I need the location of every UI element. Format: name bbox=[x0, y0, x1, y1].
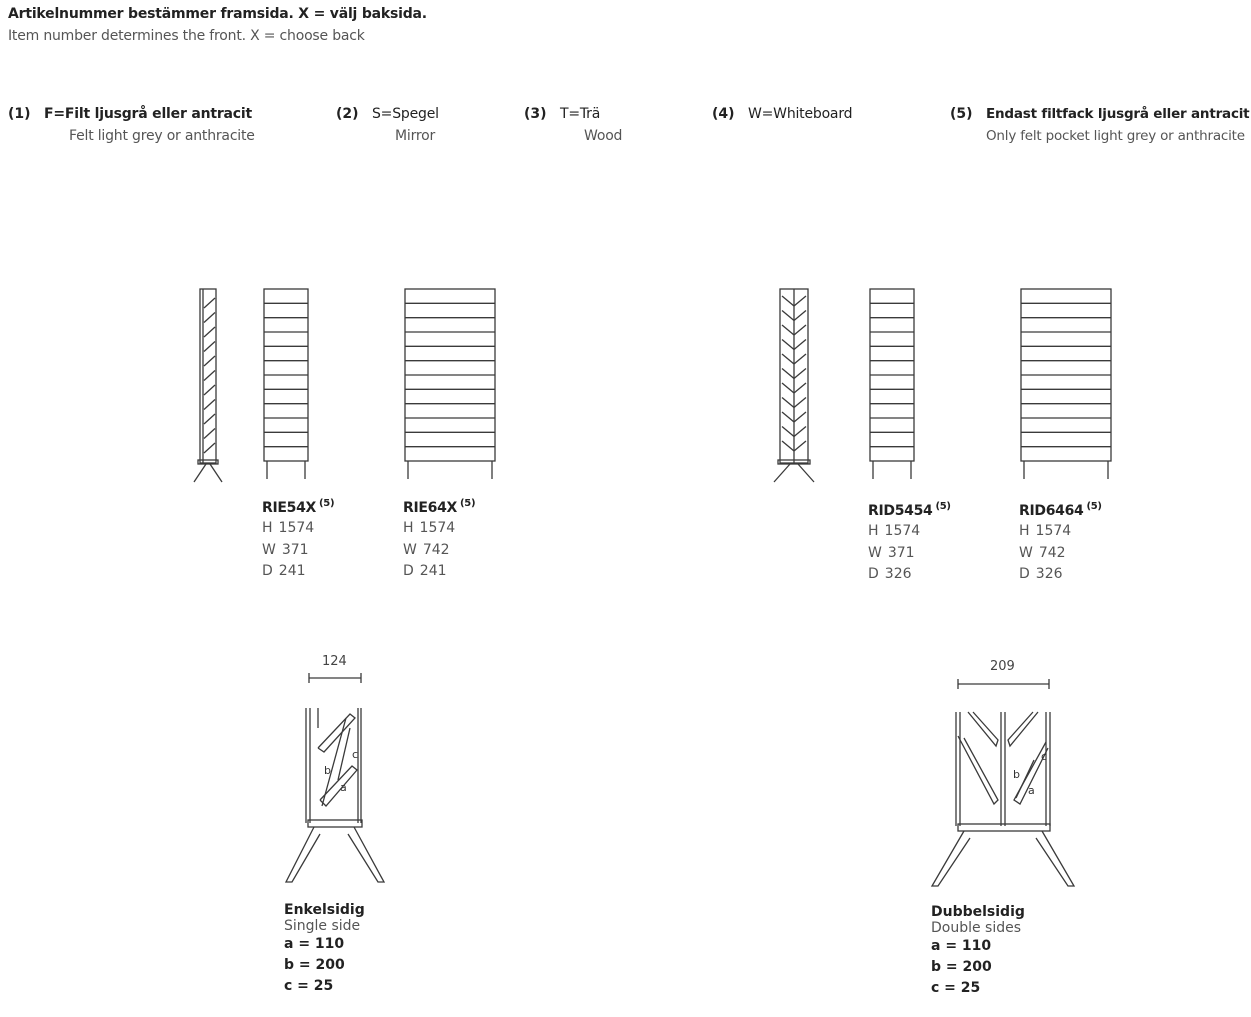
rid5454-front-view-drawing bbox=[869, 288, 915, 479]
rid6464-front-view-drawing bbox=[1020, 288, 1112, 479]
option-3-label-sv: T=Trä bbox=[560, 106, 601, 122]
rie-side-view-drawing bbox=[193, 288, 223, 483]
single-a-label: a bbox=[340, 781, 347, 794]
single-b-label: b bbox=[324, 764, 331, 777]
header-title-sv: Artikelnummer bestämmer framsida. X = vä… bbox=[8, 6, 427, 22]
option-5-number: (5) bbox=[950, 106, 973, 122]
option-5-label-en: Only felt pocket light grey or anthracit… bbox=[986, 128, 1245, 144]
double-side-detail-drawing: b c a bbox=[930, 679, 1076, 887]
header-title-en: Item number determines the front. X = ch… bbox=[8, 28, 365, 44]
option-4-number: (4) bbox=[712, 106, 735, 122]
single-c-label: c bbox=[352, 748, 358, 761]
product-code: RID5454(5) bbox=[868, 501, 951, 519]
double-a-label: a bbox=[1028, 784, 1035, 797]
option-1-label-sv: F=Filt ljusgrå eller antracit bbox=[44, 106, 252, 122]
option-3-number: (3) bbox=[524, 106, 547, 122]
double-side-caption: Dubbelsidig Double sides a = 110 b = 200… bbox=[931, 904, 1025, 996]
product-code: RIE54X(5) bbox=[262, 498, 335, 516]
double-width-label: 209 bbox=[990, 659, 1015, 674]
option-3-label-en: Wood bbox=[584, 128, 623, 144]
option-2-number: (2) bbox=[336, 106, 359, 122]
double-b-label: b bbox=[1013, 768, 1020, 781]
rie64x-front-view-drawing bbox=[404, 288, 496, 479]
option-2-label-sv: S=Spegel bbox=[372, 106, 439, 122]
rid-side-view-drawing bbox=[773, 288, 815, 483]
option-4-label-sv: W=Whiteboard bbox=[748, 106, 853, 122]
product-code: RIE64X(5) bbox=[403, 498, 476, 516]
single-side-caption: Enkelsidig Single side a = 110 b = 200 c… bbox=[284, 902, 365, 994]
option-5-label-sv: Endast filtfack ljusgrå eller antracit bbox=[986, 106, 1250, 122]
rie54x-front-view-drawing bbox=[263, 288, 309, 479]
single-width-label: 124 bbox=[322, 654, 347, 669]
option-2-label-en: Mirror bbox=[395, 128, 436, 144]
product-code: RID6464(5) bbox=[1019, 501, 1102, 519]
option-1-label-en: Felt light grey or anthracite bbox=[69, 128, 255, 144]
option-1-number: (1) bbox=[8, 106, 31, 122]
single-side-detail-drawing: b c a bbox=[284, 673, 386, 883]
double-c-label: c bbox=[1041, 750, 1047, 763]
